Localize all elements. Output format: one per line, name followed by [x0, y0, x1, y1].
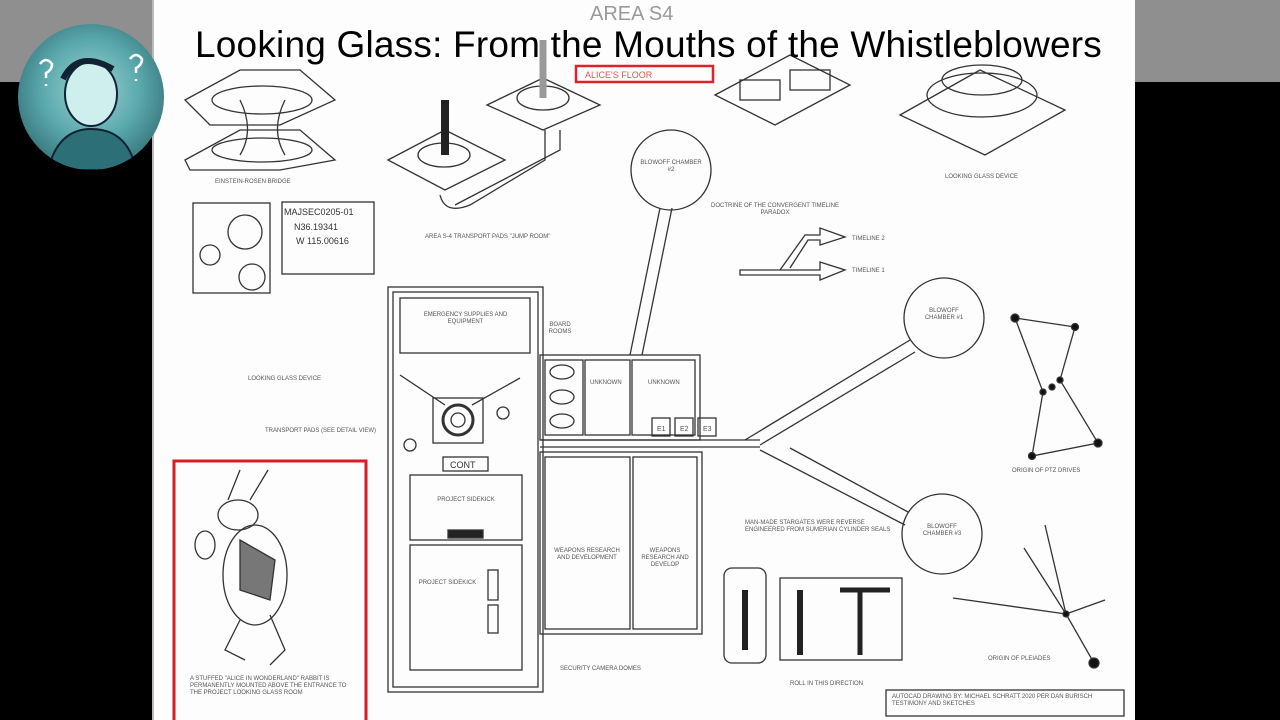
transport-pads-drawing: AREA S-4 TRANSPORT PADS "JUMP ROOM" — [386, 40, 602, 240]
looking-glass-device-drawing: LOOKING GLASS DEVICE — [713, 54, 1067, 180]
blowoff-chambers — [629, 129, 985, 575]
orion-label: ORIGIN OF PTZ DRIVES — [1012, 468, 1080, 474]
timeline-1-label: TIMELINE 1 — [852, 268, 885, 274]
transport-pads-label: TRANSPORT PADS (SEE DETAIL VIEW) — [265, 428, 376, 434]
elevator-3: E3 — [703, 426, 712, 433]
channel-logo — [18, 24, 164, 170]
rabbit-caption: A STUFFED "ALICE IN WONDERLAND" RABBIT I… — [190, 676, 347, 696]
white-rabbit-illustration — [194, 469, 288, 666]
project-room-1-label: PROJECT SIDEKICK — [437, 497, 495, 503]
rabbit-highlight-box — [172, 459, 368, 720]
program-codes: MAJSEC0205-01 N36.19341 W 115.00616 — [192, 201, 375, 294]
wormhole-label: EINSTEIN-ROSEN BRIDGE — [215, 179, 291, 185]
cylinder-seals: ROLL IN THIS DIRECTION — [723, 567, 903, 687]
device-label: LOOKING GLASS DEVICE — [945, 174, 1018, 180]
chamber-1-label: BLOWOFF CHAMBER #1 — [924, 308, 964, 321]
floor-plan: UNKNOWN UNKNOWN E1 E2 E3 CONT LOOKING GL… — [248, 286, 760, 693]
device-pointer-label: LOOKING GLASS DEVICE — [248, 376, 321, 382]
latitude-label: N36.19341 — [294, 222, 338, 232]
credit-text: AUTOCAD DRAWING BY: MICHAEL SCHRATT 2020… — [892, 694, 1093, 707]
alices-floor-box — [574, 64, 715, 84]
chamber-3-label: BLOWOFF CHAMBER #3 — [922, 524, 962, 537]
code-label: MAJSEC0205-01 — [284, 207, 354, 217]
doctrine-label: DOCTRINE OF THE CONVERGENT TIMELINE PARA… — [710, 203, 839, 216]
chamber-2-label: BLOWOFF CHAMBER #2 — [640, 160, 702, 173]
elevator-2: E2 — [680, 426, 689, 433]
supplies-label: EMERGENCY SUPPLIES AND EQUIPMENT — [423, 312, 508, 325]
stargates-caption: MAN-MADE STARGATES WERE REVERSE ENGINEER… — [745, 520, 891, 533]
timeline-paradox: TIMELINE 2 TIMELINE 1 — [739, 227, 885, 281]
diagram-heading: AREA S4 — [590, 3, 673, 25]
timeline-2-label: TIMELINE 2 — [852, 236, 885, 242]
cont-room-label: CONT — [450, 460, 476, 470]
pleiades-label: ORIGIN OF PLEIADES — [988, 656, 1050, 662]
security-camera-label: SECURITY CAMERA DOMES — [560, 666, 641, 672]
unknown-room-1: UNKNOWN — [590, 380, 622, 386]
orion-constellation: ORIGIN OF PTZ DRIVES — [1010, 313, 1103, 474]
weapons-room-1-label: WEAPONS RESEARCH AND DEVELOPMENT — [554, 548, 620, 561]
roll-direction-label: ROLL IN THIS DIRECTION — [790, 681, 863, 687]
video-title: Looking Glass: From the Mouths of the Wh… — [195, 24, 1102, 65]
alices-floor-label: ALICE'S FLOOR — [585, 70, 653, 80]
unknown-room-2: UNKNOWN — [648, 380, 680, 386]
pleiades-constellation: ORIGIN OF PLEIADES — [952, 524, 1106, 669]
board-rooms-label: BOARD ROOMS — [548, 322, 572, 335]
thinking-man-icon — [39, 53, 144, 170]
project-room-2-label: PROJECT SIDEKICK — [418, 580, 477, 586]
credit-box — [885, 689, 1125, 717]
wormhole-drawing: EINSTEIN-ROSEN BRIDGE — [183, 69, 337, 185]
elevator-1: E1 — [657, 426, 666, 433]
jump-room-label: AREA S-4 TRANSPORT PADS "JUMP ROOM" — [425, 234, 550, 240]
weapons-room-2-label: WEAPONS RESEARCH AND DEVELOP — [641, 548, 689, 568]
longitude-label: W 115.00616 — [296, 236, 349, 246]
